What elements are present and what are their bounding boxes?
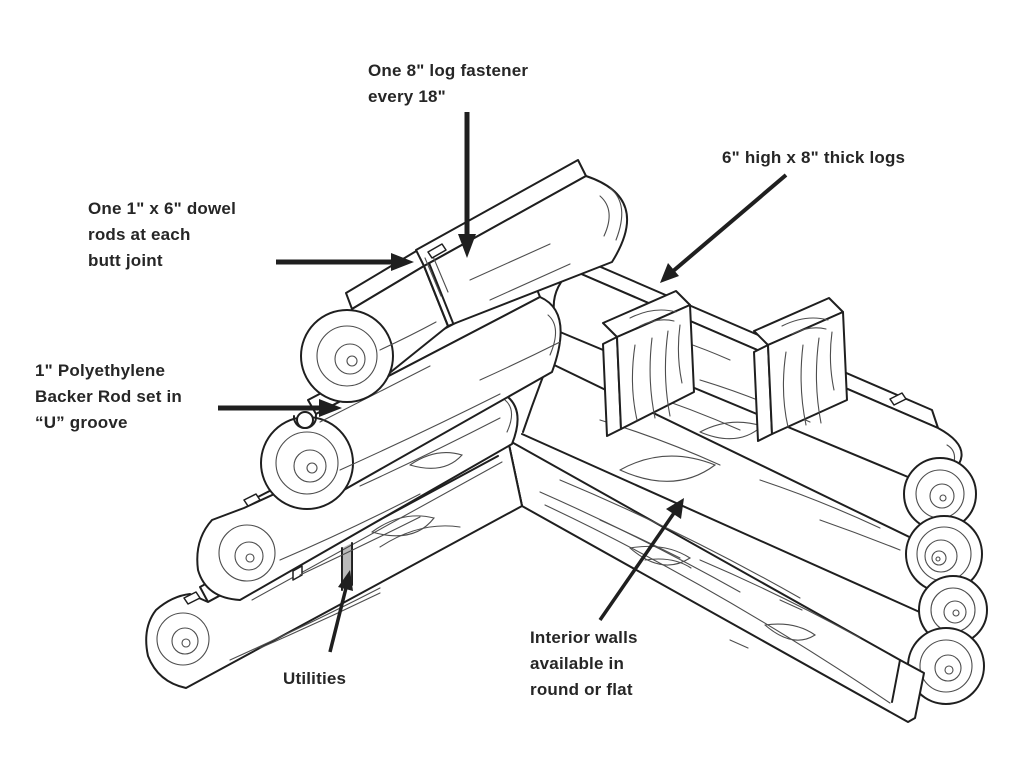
- label-line: butt joint: [88, 251, 163, 270]
- label-line: available in: [530, 654, 625, 673]
- label-interior-walls: Interior walls available in round or fla…: [530, 625, 638, 703]
- arrow-thick-logs: [660, 173, 788, 283]
- label-line: One 8" log fastener: [368, 61, 529, 80]
- wood-grain: [539, 479, 891, 704]
- label-line: 1" Polyethylene: [35, 361, 166, 380]
- callout-arrows: [218, 112, 788, 653]
- left-wall-log-2: [260, 281, 562, 510]
- label-line: Interior walls: [530, 628, 638, 647]
- label-backer-rod: 1" Polyethylene Backer Rod set in “U” gr…: [35, 358, 182, 436]
- label-line: One 1" x 6" dowel: [88, 199, 237, 218]
- dowel-peg: [183, 591, 201, 605]
- dowel-peg: [243, 493, 261, 507]
- label-line: round or flat: [530, 680, 633, 699]
- left-wall: [145, 159, 628, 689]
- left-wall-log-top-left: [300, 249, 449, 403]
- butt-joint: [423, 243, 454, 327]
- arrow-interior-walls: [598, 498, 684, 621]
- log-fastener-peg: [889, 392, 907, 406]
- label-utilities: Utilities: [283, 666, 346, 692]
- upright-log-blocks: [602, 290, 848, 442]
- label-line: Utilities: [283, 669, 347, 688]
- log-end-stack: [903, 457, 988, 705]
- backer-rod: [292, 411, 317, 430]
- label-line: Backer Rod set in: [35, 387, 183, 406]
- dowel-rod-peg: [427, 243, 447, 259]
- label-thick-logs: 6" high x 8" thick logs: [722, 145, 905, 171]
- label-line: every 18": [368, 87, 446, 106]
- arrow-utilities: [328, 570, 353, 653]
- interior-wall-plank: [507, 439, 925, 723]
- label-dowel-rods: One 1" x 6" dowel rods at each butt join…: [88, 196, 236, 274]
- label-line: “U” groove: [35, 413, 128, 432]
- arrow-backer-rod: [218, 399, 342, 417]
- arrow-log-fastener: [458, 112, 476, 258]
- upright-block-1: [602, 290, 695, 437]
- upright-block-2: [753, 297, 848, 442]
- label-line: rods at each: [88, 225, 191, 244]
- label-line: 6" high x 8" thick logs: [722, 148, 906, 167]
- label-log-fastener: One 8" log fastener every 18": [368, 58, 528, 110]
- arrow-dowel: [276, 253, 414, 271]
- left-wall-log-top-right: [415, 159, 628, 327]
